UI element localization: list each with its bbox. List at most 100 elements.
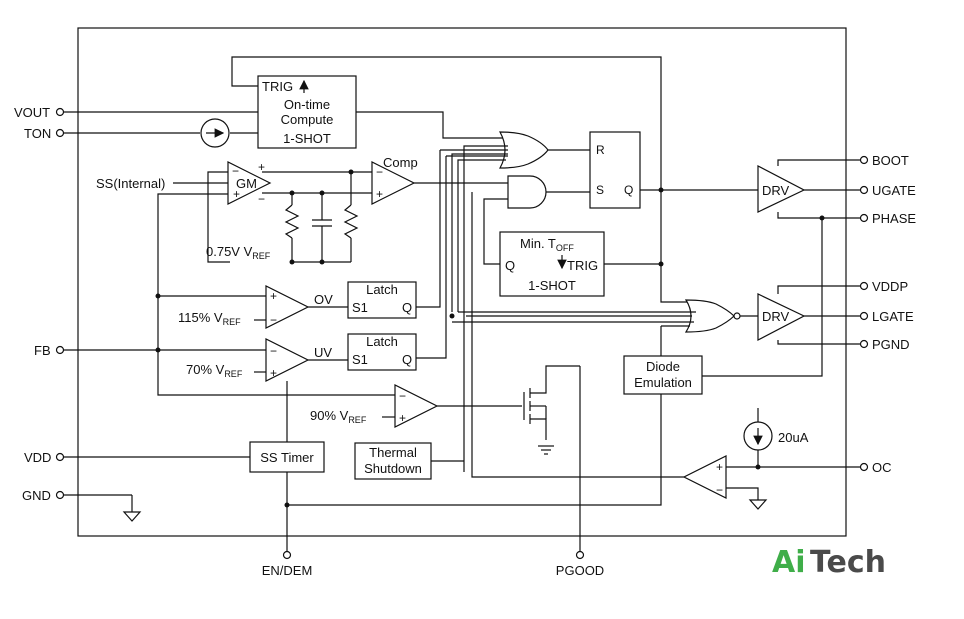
svg-text:PGND: PGND — [872, 337, 910, 352]
ref-115-label: 115% VREF — [178, 310, 241, 327]
svg-text:Latch: Latch — [366, 282, 398, 297]
upper-driver: DRV — [757, 165, 806, 213]
svg-text:S1: S1 — [352, 300, 368, 315]
svg-text:PHASE: PHASE — [872, 211, 916, 226]
uv-latch: Latch S1 Q — [347, 333, 417, 371]
pin-gnd: GND — [22, 488, 142, 522]
svg-text:OV: OV — [314, 292, 333, 307]
svg-text:Q: Q — [402, 300, 412, 315]
ontime-compute-block: TRIG On-time Compute 1-SHOT — [257, 75, 357, 149]
or-gate-bottom — [684, 299, 741, 333]
ss-internal-label: SS(Internal) — [96, 176, 165, 191]
pgood-mosfet — [523, 365, 580, 455]
svg-text:VDDP: VDDP — [872, 279, 908, 294]
pin-phase: PHASE — [859, 211, 916, 226]
svg-text:Ai: Ai — [772, 545, 806, 580]
svg-text:Comp: Comp — [383, 155, 418, 170]
svg-text:Tech: Tech — [810, 545, 886, 580]
svg-text:VOUT: VOUT — [14, 105, 50, 120]
comp-comparator: Comp − + — [371, 155, 418, 205]
aitech-logo: Ai Tech — [772, 545, 886, 580]
svg-text:PGOOD: PGOOD — [556, 563, 604, 578]
pin-pgnd: PGND — [859, 337, 910, 352]
ground-icon — [122, 511, 142, 522]
pin-vdd: VDD — [24, 450, 250, 465]
pgood-comparator: − + — [394, 384, 439, 428]
svg-text:TRIG: TRIG — [567, 258, 598, 273]
svg-text:R: R — [596, 143, 605, 157]
svg-text:−: − — [232, 164, 239, 178]
pin-ugate: UGATE — [859, 183, 916, 198]
svg-text:Q: Q — [505, 258, 515, 273]
current-source-20ua: 20uA — [743, 408, 809, 467]
pin-vout: VOUT — [14, 105, 258, 120]
ov-latch: Latch S1 Q — [347, 281, 417, 319]
svg-text:−: − — [258, 192, 265, 206]
svg-text:Q: Q — [402, 352, 412, 367]
svg-text:−: − — [399, 389, 406, 403]
oc-comparator: + − — [682, 455, 727, 499]
svg-text:TRIG: TRIG — [262, 79, 293, 94]
thermal-shutdown-block: Thermal Shutdown — [354, 442, 432, 480]
ref-70-label: 70% VREF — [186, 362, 243, 379]
svg-text:+: + — [270, 366, 277, 380]
svg-text:+: + — [376, 187, 383, 201]
svg-text:+: + — [399, 411, 406, 425]
svg-text:OC: OC — [872, 460, 892, 475]
svg-text:−: − — [270, 344, 277, 358]
svg-text:VDD: VDD — [24, 450, 51, 465]
svg-text:−: − — [716, 483, 723, 497]
pin-boot: BOOT — [859, 153, 909, 168]
svg-text:S: S — [596, 183, 604, 197]
svg-text:20uA: 20uA — [778, 430, 809, 445]
ov-comparator: + − OV — [265, 285, 333, 329]
svg-text:FB: FB — [34, 343, 51, 358]
svg-text:Emulation: Emulation — [634, 375, 692, 390]
pin-fb: FB — [34, 343, 268, 358]
svg-text:Thermal: Thermal — [369, 445, 417, 460]
svg-text:UGATE: UGATE — [872, 183, 916, 198]
svg-text:EN/DEM: EN/DEM — [262, 563, 313, 578]
gm-amplifier: GM − + + − — [227, 160, 272, 206]
svg-text:UV: UV — [314, 345, 332, 360]
svg-text:On-time: On-time — [284, 97, 330, 112]
svg-text:1-SHOT: 1-SHOT — [283, 131, 331, 146]
svg-text:BOOT: BOOT — [872, 153, 909, 168]
rc-network — [284, 172, 359, 265]
svg-text:S1: S1 — [352, 352, 368, 367]
ss-timer-block: SS Timer — [249, 441, 325, 473]
ref-075-label: 0.75V VREF — [206, 244, 271, 261]
and-gate — [507, 175, 547, 209]
pin-oc: OC — [859, 460, 892, 475]
min-toff-block: Min. TOFF Q TRIG 1-SHOT — [499, 231, 605, 297]
svg-text:Shutdown: Shutdown — [364, 461, 422, 476]
svg-text:+: + — [716, 460, 723, 474]
svg-text:1-SHOT: 1-SHOT — [528, 278, 576, 293]
pin-lgate: LGATE — [859, 309, 914, 324]
sr-latch: R S Q — [589, 131, 641, 209]
svg-text:−: − — [270, 313, 277, 327]
svg-text:Compute: Compute — [281, 112, 334, 127]
svg-text:LGATE: LGATE — [872, 309, 914, 324]
svg-text:GND: GND — [22, 488, 51, 503]
svg-text:Q: Q — [624, 183, 633, 197]
svg-text:TON: TON — [24, 126, 51, 141]
ground-icon — [748, 499, 768, 510]
uv-comparator: − + UV — [265, 338, 332, 382]
svg-text:+: + — [270, 289, 277, 303]
svg-text:Diode: Diode — [646, 359, 680, 374]
svg-text:GM: GM — [236, 176, 257, 191]
lower-driver: DRV — [757, 293, 806, 341]
pin-en-dem: EN/DEM — [262, 550, 313, 578]
ref-90-label: 90% VREF — [310, 408, 367, 425]
svg-text:DRV: DRV — [762, 309, 790, 324]
svg-text:DRV: DRV — [762, 183, 790, 198]
svg-text:−: − — [376, 165, 383, 179]
svg-text:SS Timer: SS Timer — [260, 450, 314, 465]
svg-text:Min. TOFF: Min. TOFF — [520, 236, 574, 253]
ic-boundary — [77, 27, 847, 537]
pin-pgood: PGOOD — [556, 550, 604, 578]
svg-text:+: + — [233, 187, 240, 201]
pin-vddp: VDDP — [859, 279, 908, 294]
